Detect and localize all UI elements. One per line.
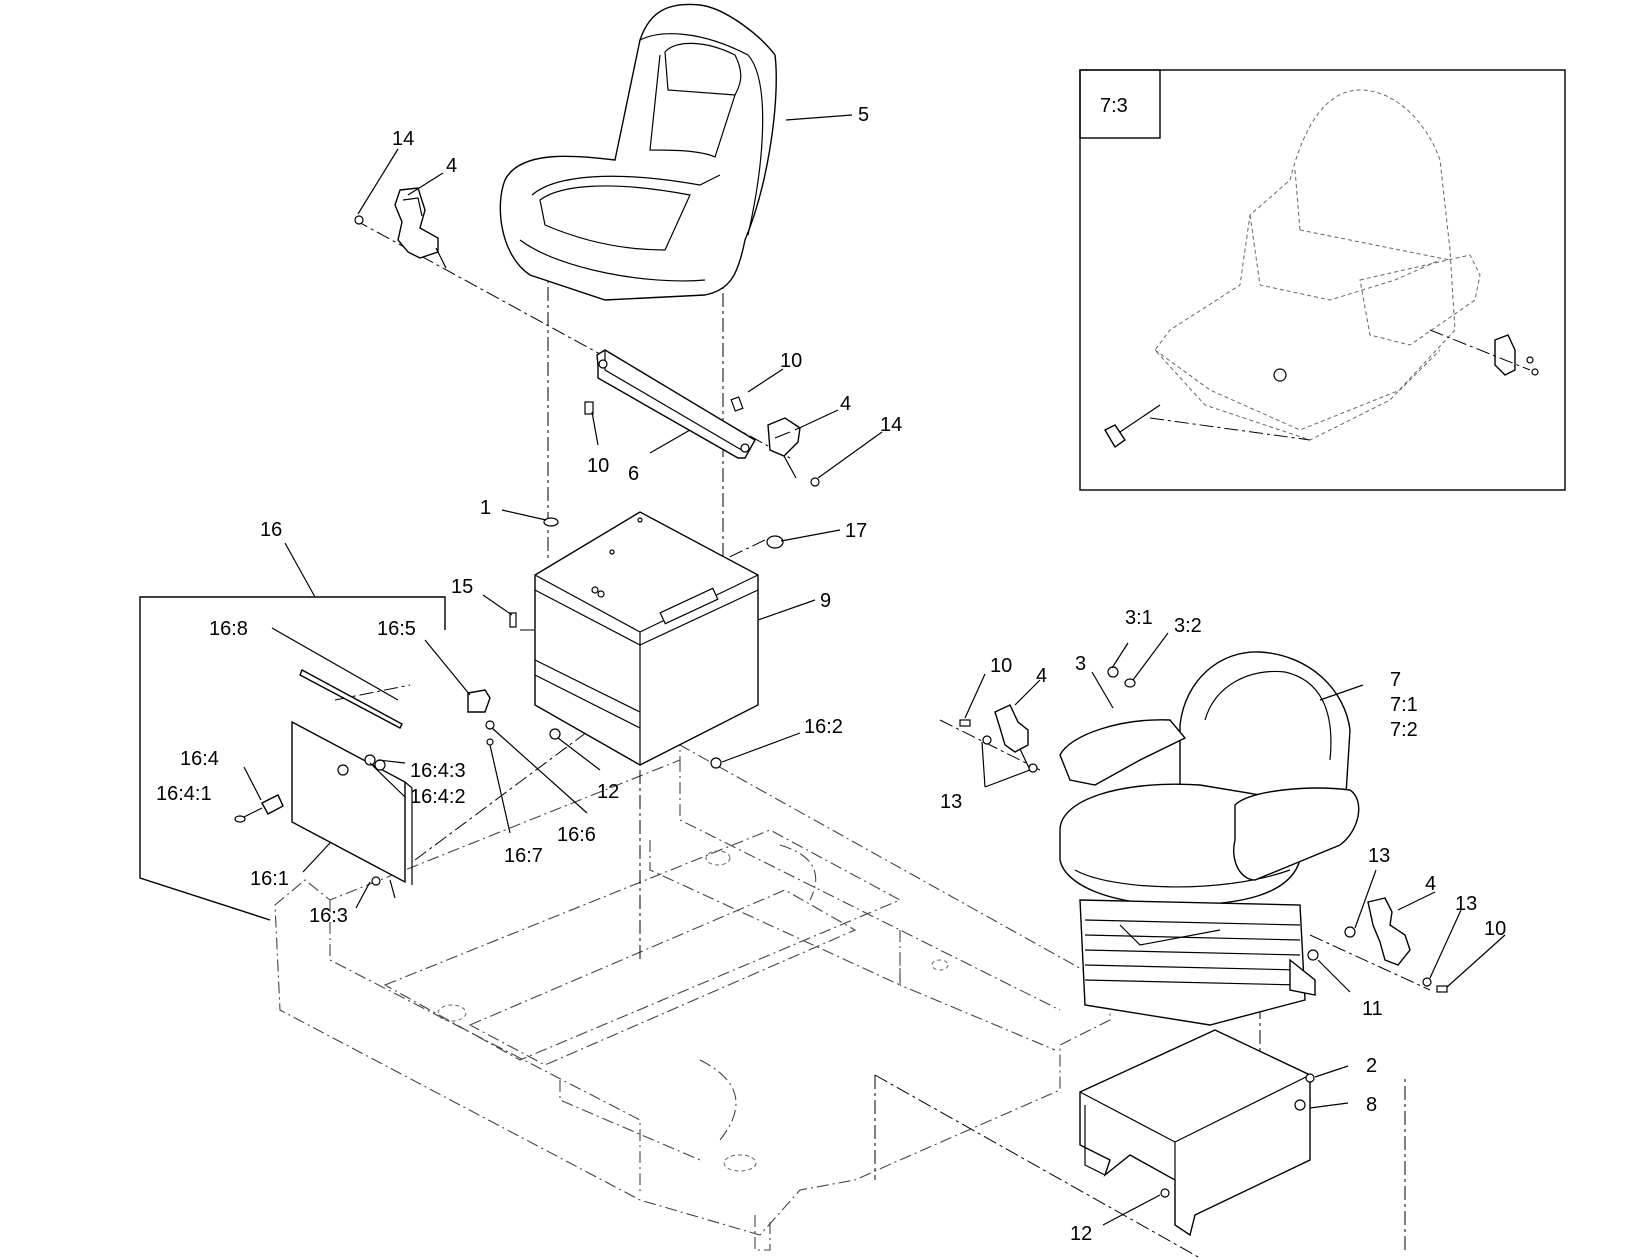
callout-16-7: 16:7 [504, 845, 543, 867]
callout-4-right: 4 [840, 393, 851, 415]
callout-leaders [243, 114, 1506, 1226]
callout-16-4-2: 16:4:2 [410, 786, 466, 808]
callout-10-lower: 10 [587, 455, 609, 477]
callout-5: 5 [858, 104, 869, 126]
callout-16-8: 16:8 [209, 618, 248, 640]
callout-10-upper: 10 [780, 350, 802, 372]
callout-10-deluxe-right: 10 [1484, 918, 1506, 940]
seat-belt-part-4-deluxe-left [959, 666, 1136, 773]
callout-6: 6 [628, 463, 639, 485]
seat-part-5 [499, 3, 777, 301]
hardware-box [467, 535, 784, 769]
callout-16-2: 16:2 [804, 716, 843, 738]
callout-16-4: 16:4 [180, 748, 219, 770]
callout-16-1: 16:1 [250, 868, 289, 890]
inset-detail-7-3 [1079, 69, 1566, 491]
seat-belt-part-4-left [394, 187, 447, 269]
callout-4-left: 4 [446, 155, 457, 177]
latch-part-16-4 [234, 754, 386, 823]
callout-labels: 7:3 5 14 4 10 4 14 10 6 1 17 16 15 9 16:… [156, 95, 1506, 1245]
callout-7-2: 7:2 [1390, 719, 1418, 741]
callout-4-deluxe-left: 4 [1036, 665, 1047, 687]
callout-2: 2 [1366, 1055, 1377, 1077]
callout-7: 7 [1390, 669, 1401, 691]
callout-8: 8 [1366, 1094, 1377, 1116]
callout-16-3: 16:3 [309, 905, 348, 927]
callout-7-1: 7:1 [1390, 694, 1418, 716]
cover-part-16-1 [291, 720, 413, 899]
callout-4-deluxe-right: 4 [1425, 873, 1436, 895]
callout-17: 17 [845, 520, 867, 542]
callout-15: 15 [451, 576, 473, 598]
seat-part-7 [1059, 651, 1360, 1026]
group-16-box [139, 542, 446, 921]
callout-13-right: 13 [1455, 893, 1477, 915]
callout-12-base: 12 [1070, 1223, 1092, 1245]
callout-3: 3 [1075, 653, 1086, 675]
callout-16-5: 16:5 [377, 618, 416, 640]
callout-3-1: 3:1 [1125, 607, 1153, 629]
callout-16-6: 16:6 [557, 824, 596, 846]
strip-part-16-8 [299, 669, 403, 729]
callout-14-right: 14 [880, 414, 902, 436]
callout-11: 11 [1362, 998, 1383, 1020]
callout-16: 16 [260, 519, 282, 541]
callout-16-4-1: 16:4:1 [156, 783, 212, 805]
callout-13-left: 13 [940, 791, 962, 813]
inset-label: 7:3 [1100, 95, 1128, 117]
seat-belt-part-4-right [767, 417, 801, 479]
callout-10-deluxe-left: 10 [990, 655, 1012, 677]
callout-13-right-upper: 13 [1368, 845, 1390, 867]
base-part-8 [1079, 1029, 1315, 1237]
callout-16-4-3: 16:4:3 [410, 760, 466, 782]
callout-9: 9 [820, 590, 831, 612]
seat-box-part-9 [534, 511, 759, 766]
chassis-frame [274, 744, 1111, 1251]
callout-1: 1 [480, 497, 491, 519]
bracket-part-6 [596, 349, 756, 459]
seat-belt-part-4-deluxe-right [1307, 897, 1448, 993]
callout-3-2: 3:2 [1174, 615, 1202, 637]
callout-14-left: 14 [392, 128, 414, 150]
callout-12-box: 12 [597, 781, 619, 803]
hardware-top [354, 215, 820, 527]
